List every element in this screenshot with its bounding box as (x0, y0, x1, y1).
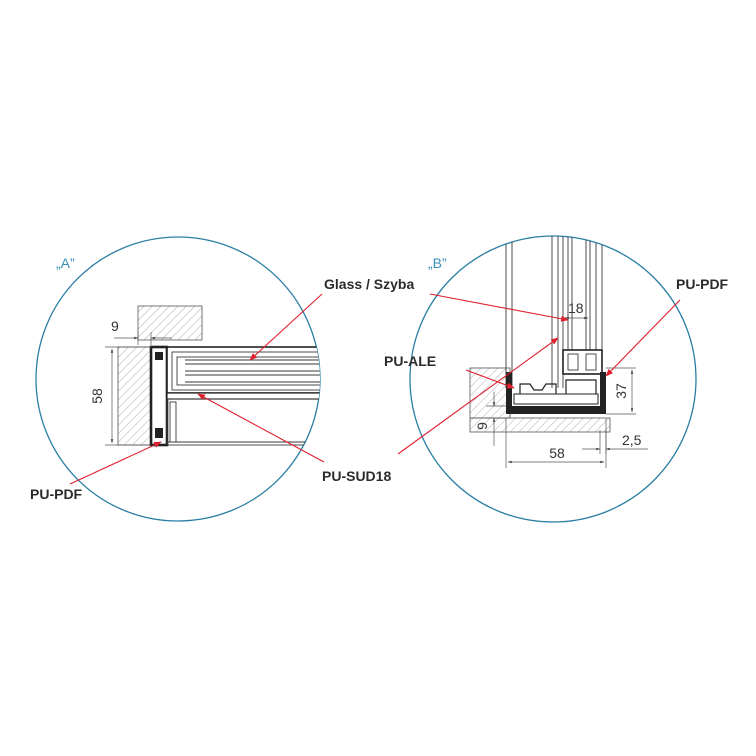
seal-top (155, 352, 163, 360)
seal-bottom (155, 428, 163, 438)
leader-lines (69, 293, 681, 485)
wall-section (137, 305, 203, 341)
bottom-track-profile (506, 384, 606, 414)
floor-section (469, 417, 611, 433)
pdf-seal-right (600, 372, 606, 384)
dim-b-18: 18 (568, 300, 584, 316)
dim-a-58: 58 (89, 388, 105, 404)
label-pu-pdf-right: PU-PDF (676, 276, 729, 292)
detail-b-circle (409, 235, 697, 523)
lower-profile (166, 398, 320, 446)
label-glass: Glass / Szyba (324, 276, 414, 292)
detail-b-label: „B” (428, 255, 447, 271)
detail-a: „A” 9 (35, 236, 321, 522)
dim-b-2-5: 2,5 (622, 432, 642, 448)
detail-b: „B” (409, 235, 697, 523)
dim-b-58: 58 (549, 445, 565, 461)
wall-section-b (469, 367, 511, 419)
label-pu-pdf-left: PU-PDF (30, 486, 83, 502)
track-channel (513, 393, 599, 405)
dim-b-37: 37 (613, 383, 629, 399)
ale-seal (506, 372, 512, 388)
detail-a-label: „A” (56, 255, 75, 271)
label-pu-ale: PU-ALE (384, 353, 436, 369)
wall-section-side (117, 346, 152, 446)
sash-profile (166, 346, 320, 394)
dim-b-9: 9 (474, 422, 490, 430)
dim-a-9: 9 (111, 318, 119, 334)
gasket-strip (166, 392, 320, 400)
label-pu-sud18: PU-SUD18 (322, 468, 391, 484)
